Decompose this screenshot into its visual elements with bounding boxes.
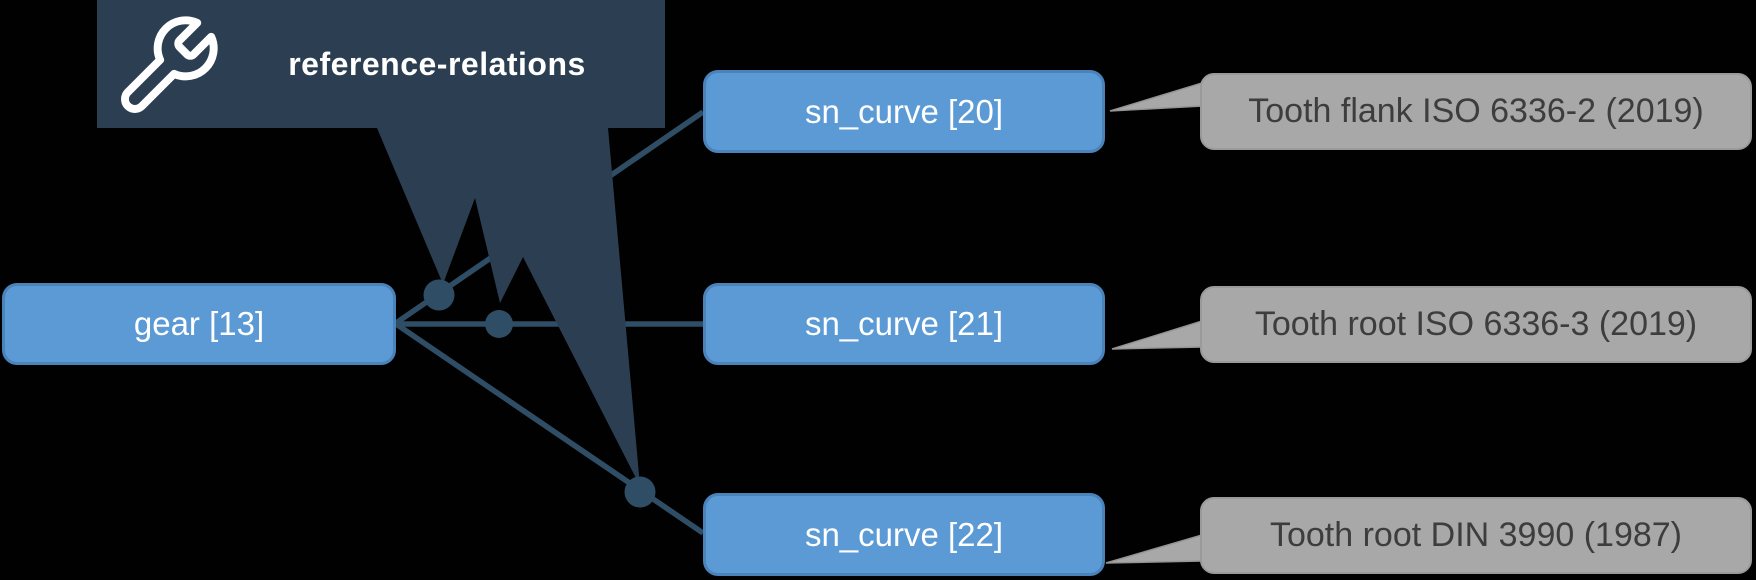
annotation-callout-2-text: Tooth root ISO 6336-3 (2019)	[1254, 305, 1698, 343]
annotation-callout-1-text: Tooth flank ISO 6336-2 (2019)	[1248, 92, 1704, 130]
node-sn-curve-22-label: sn_curve [22]	[804, 515, 1004, 553]
annotation-callout-3-text: Tooth root DIN 3990 (1987)	[1269, 516, 1683, 554]
node-sn-curve-22[interactable]: sn_curve [22]	[703, 493, 1105, 576]
annotation-callout-1: Tooth flank ISO 6336-2 (2019)	[1200, 73, 1752, 150]
node-sn-curve-20-label: sn_curve [20]	[804, 92, 1004, 130]
node-sn-curve-20[interactable]: sn_curve [20]	[703, 70, 1105, 153]
callout-tail-3	[1105, 534, 1203, 564]
edge-gear-sn22	[394, 321, 705, 536]
node-sn-curve-21[interactable]: sn_curve [21]	[703, 283, 1105, 365]
relation-dot-1	[423, 279, 455, 311]
relation-dot-2	[485, 310, 513, 338]
node-gear-label: gear [13]	[133, 305, 265, 342]
node-gear[interactable]: gear [13]	[2, 283, 396, 365]
callout-tail-2	[1111, 319, 1203, 350]
annotation-callout-3: Tooth root DIN 3990 (1987)	[1200, 497, 1752, 574]
callout-tail-1	[1109, 81, 1203, 112]
node-sn-curve-21-label: sn_curve [21]	[804, 305, 1004, 342]
relation-dot-3	[624, 476, 656, 508]
tooltip-bubble-shape	[97, 0, 665, 486]
annotation-callout-2: Tooth root ISO 6336-3 (2019)	[1200, 286, 1752, 363]
